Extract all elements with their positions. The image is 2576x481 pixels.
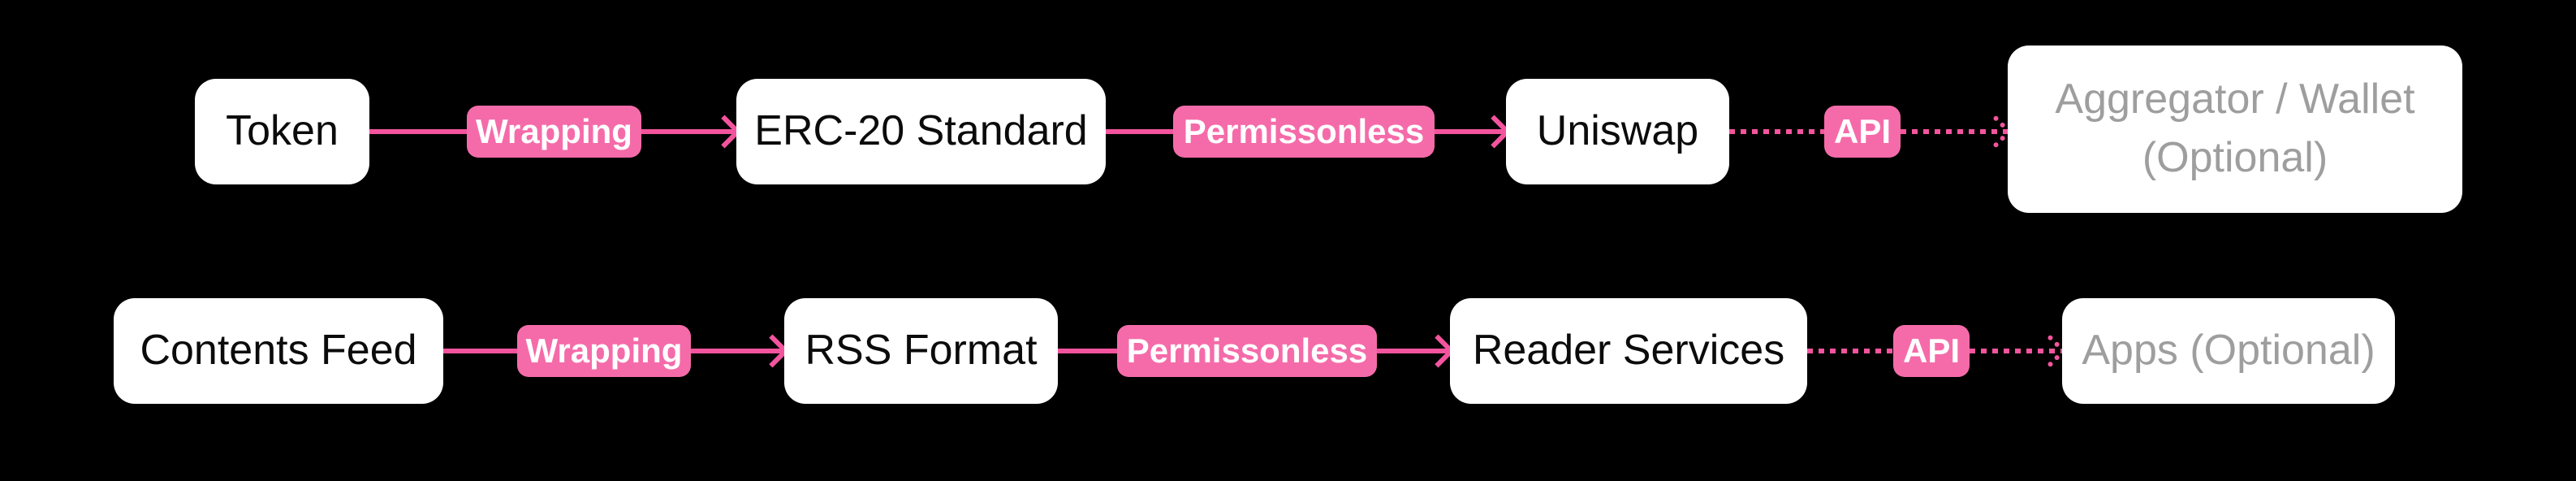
node-reader-services-label: Reader Services <box>1472 327 1785 375</box>
edge-label-permissonless-2: Permissonless <box>1117 325 1377 377</box>
connector-erc20-permissonless <box>1106 129 1175 134</box>
connector-wrapping-rss <box>691 334 790 368</box>
node-erc20-standard: ERC-20 Standard <box>736 79 1106 184</box>
connector-token-wrapping <box>369 129 468 134</box>
node-contents-feed-label: Contents Feed <box>140 327 417 375</box>
node-aggregator-wallet-optional: Aggregator / Wallet (Optional) <box>2008 46 2462 213</box>
edge-label-permissonless-1: Permissonless <box>1173 106 1435 158</box>
node-token: Token <box>195 79 369 184</box>
node-rss-format: RSS Format <box>784 298 1058 404</box>
edge-label-api-1: API <box>1824 106 1901 158</box>
node-aggregator-label: Aggregator / Wallet (Optional) <box>2055 76 2415 181</box>
connector-permissonless-reader <box>1377 334 1456 368</box>
connector-contents-wrapping <box>443 349 519 353</box>
node-apps-label: Apps (Optional) <box>2082 327 2375 375</box>
edge-label-api-2: API <box>1893 325 1970 377</box>
edge-label-wrapping-1: Wrapping <box>467 106 641 158</box>
connector-permissonless-uniswap <box>1435 115 1512 149</box>
connector-uniswap-api <box>1729 129 1824 134</box>
edge-label-permissonless-2-text: Permissonless <box>1126 332 1368 370</box>
edge-label-permissonless-1-text: Permissonless <box>1183 112 1425 150</box>
edge-label-wrapping-1-text: Wrapping <box>476 112 632 150</box>
node-erc20-label: ERC-20 Standard <box>754 107 1088 155</box>
connector-rss-permissonless <box>1058 349 1119 353</box>
node-reader-services: Reader Services <box>1450 298 1807 404</box>
node-apps-optional: Apps (Optional) <box>2062 298 2395 404</box>
edge-label-wrapping-2: Wrapping <box>517 325 691 377</box>
edge-label-api-1-text: API <box>1833 112 1891 150</box>
connector-api-aggregator <box>1901 115 2013 149</box>
connector-reader-api <box>1807 349 1893 353</box>
node-token-label: Token <box>226 107 339 155</box>
edge-label-api-2-text: API <box>1902 332 1960 370</box>
node-uniswap: Uniswap <box>1506 79 1729 184</box>
connector-wrapping-erc20 <box>641 115 742 149</box>
node-uniswap-label: Uniswap <box>1536 107 1699 155</box>
edge-label-wrapping-2-text: Wrapping <box>525 332 683 370</box>
node-rss-format-label: RSS Format <box>805 327 1038 375</box>
connector-api-apps <box>1970 334 2068 368</box>
node-contents-feed: Contents Feed <box>114 298 443 404</box>
